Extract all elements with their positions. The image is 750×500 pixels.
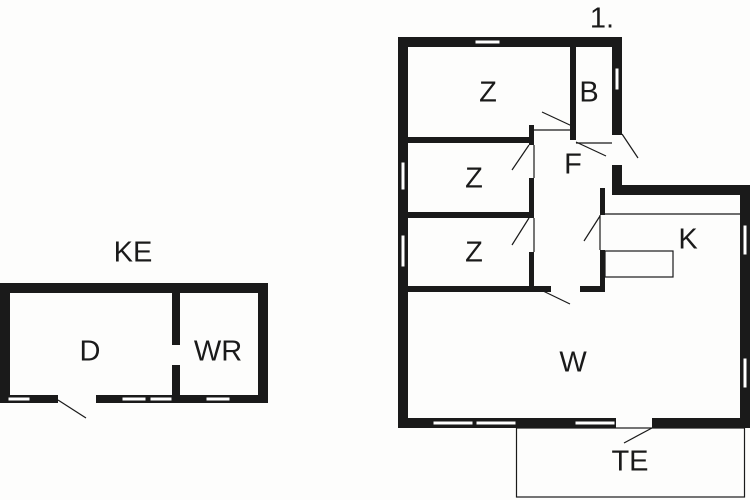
room-label-te: TE [611, 446, 648, 478]
room-label-k: K [678, 224, 698, 256]
room-label-b: B [579, 77, 598, 109]
room-label-d: D [80, 336, 101, 368]
room-label-w: W [559, 347, 587, 379]
room-label-z1: Z [479, 77, 497, 109]
annex-title: KE [114, 237, 153, 269]
room-label-f: F [564, 149, 582, 181]
main-building [398, 37, 750, 498]
room-label-z3: Z [465, 237, 483, 269]
room-label-wr: WR [194, 336, 242, 368]
floor-number-label: 1. [590, 3, 614, 35]
annex-building [0, 283, 268, 419]
room-label-z2: Z [465, 163, 483, 195]
